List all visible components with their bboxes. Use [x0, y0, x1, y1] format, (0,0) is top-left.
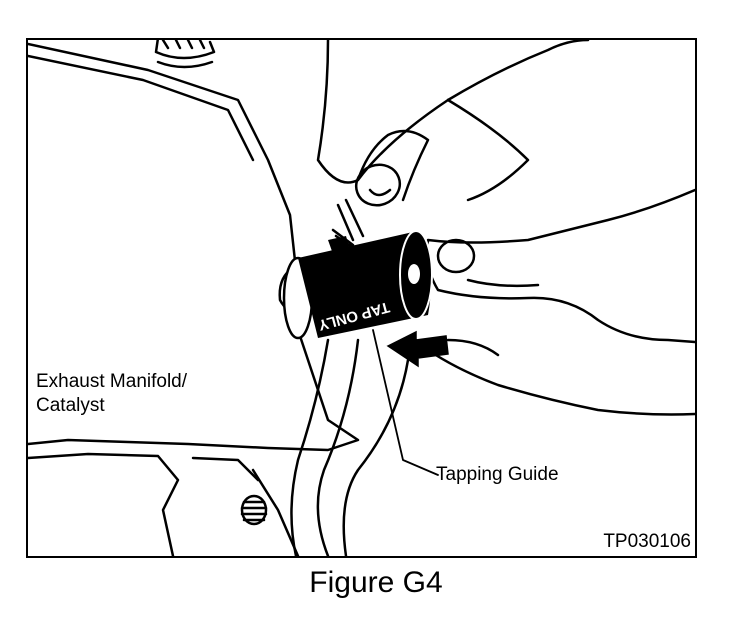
manifold-label-line1: Exhaust Manifold/ [36, 371, 188, 392]
figure-frame: TAP ONLY Exhaust Manifold/ Catalyst Tapp… [26, 38, 697, 558]
tap-shaft [336, 198, 365, 242]
manifold-label-line2: Catalyst [36, 395, 105, 416]
illustration: TAP ONLY [28, 40, 695, 556]
manifold-label: Exhaust Manifold/ Catalyst [36, 370, 187, 418]
pipe-right [316, 338, 360, 556]
tapping-guide: TAP ONLY [282, 230, 433, 340]
right-hand [425, 188, 695, 344]
manifold-right-flange [251, 468, 300, 556]
figure-caption: Figure G4 [309, 566, 443, 599]
manifold-outline [28, 42, 360, 452]
guide-leader [372, 329, 439, 476]
upper-hand [316, 40, 590, 184]
manifold-top-edge [28, 54, 255, 162]
manifold-lower-flange [28, 452, 180, 556]
sensor-boss [154, 40, 216, 69]
arrow-icon [386, 330, 449, 368]
stud-bolt [240, 494, 268, 526]
pipe-left [290, 338, 330, 556]
tapping-guide-label: Tapping Guide [436, 464, 559, 485]
figure-id: TP030106 [603, 531, 691, 552]
